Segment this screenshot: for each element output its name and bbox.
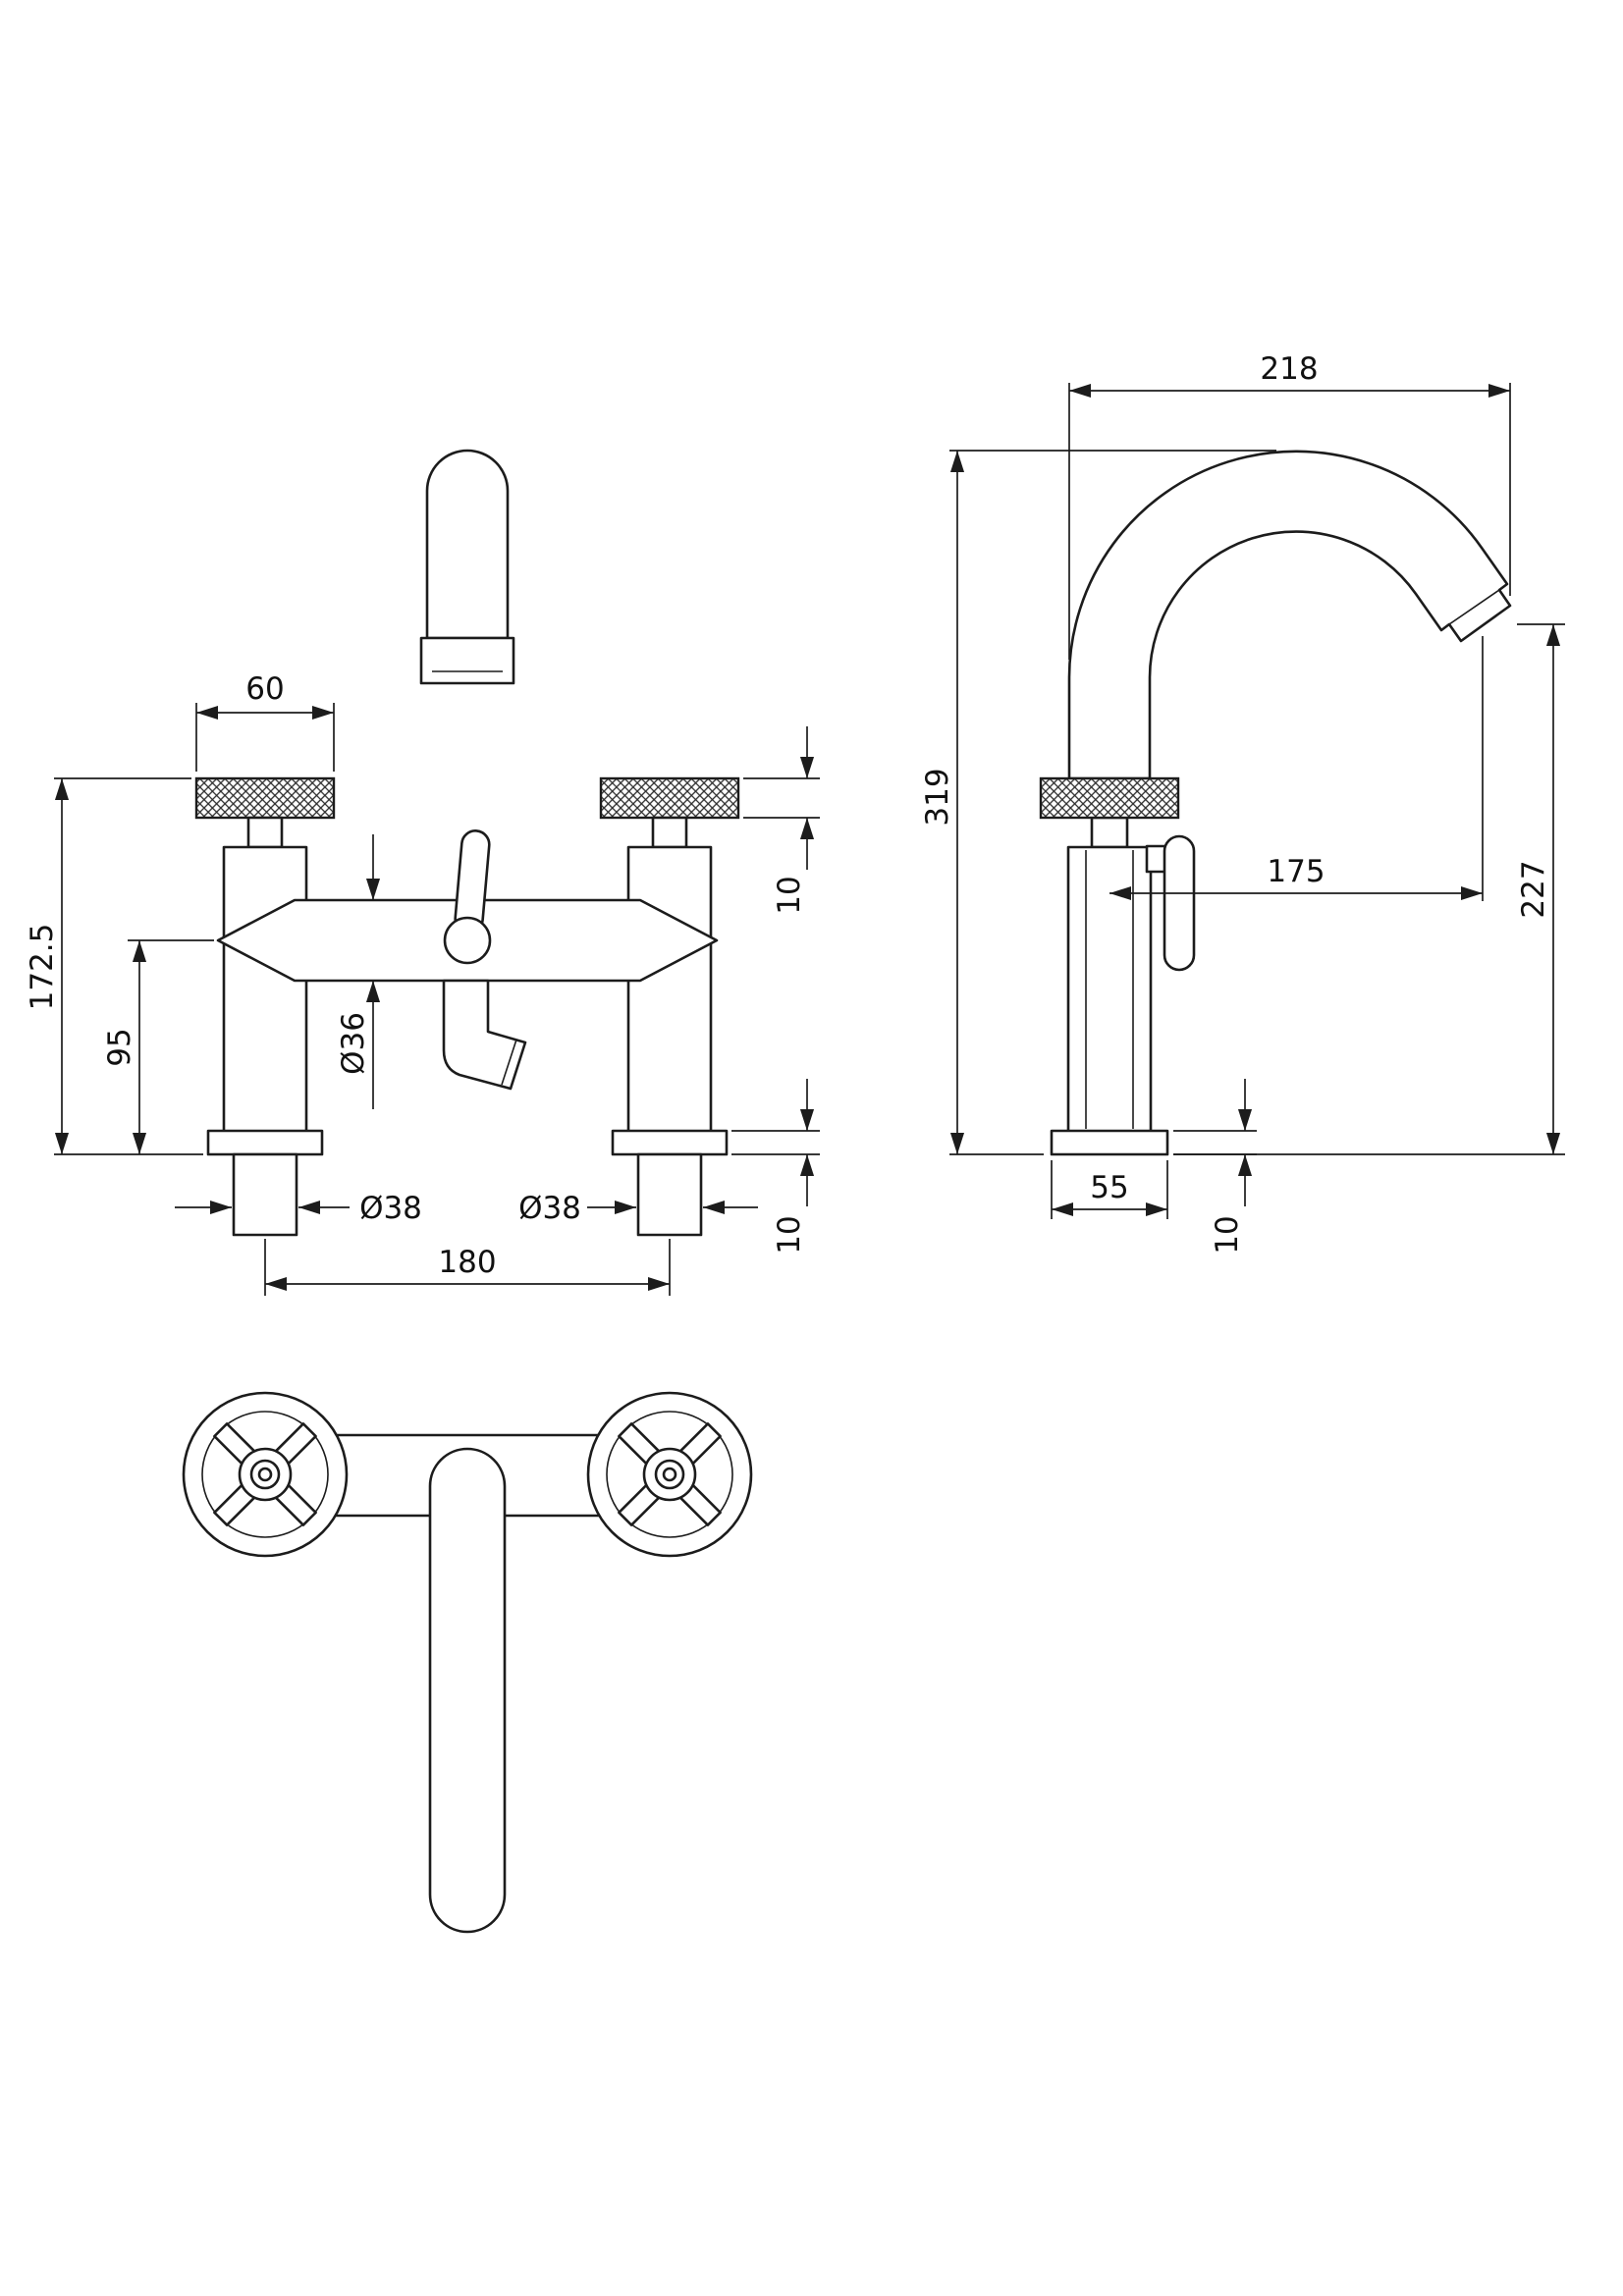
inlet-tail-left (232, 1152, 298, 1237)
handle-disc-right (599, 776, 740, 820)
spout-side (1067, 450, 1512, 780)
base-flange-right (611, 1129, 729, 1156)
dim-label-inlet-centres: 180 (438, 1245, 496, 1280)
dim-label-base-thickness: 10 (772, 1215, 807, 1254)
dim-label-handle-thickness: 10 (772, 876, 807, 914)
spout-riser-front (425, 449, 510, 640)
dim-label-side-base-thickness: 10 (1210, 1215, 1245, 1254)
spout-top (428, 1447, 507, 1934)
dim-label-inlet-left: Ø38 (359, 1191, 422, 1226)
top-view (175, 1384, 760, 1934)
inlet-tail-right (636, 1152, 703, 1237)
dim-label-base-width: 55 (1090, 1170, 1128, 1205)
handwheel-left (175, 1384, 355, 1565)
dim-label-overall-height: 172.5 (25, 924, 60, 1011)
front-view: 60 172.5 95 Ø36 10 10 (25, 449, 820, 1296)
valve-column-side (1066, 845, 1153, 1134)
dim-label-body-diameter: Ø36 (336, 1012, 371, 1075)
spout-aerator-front (419, 636, 515, 685)
dim-label-handle-width: 60 (245, 671, 284, 707)
base-flange-left (206, 1129, 324, 1156)
dim-label-spout-projection: 175 (1267, 854, 1325, 889)
dim-label-side-height: 319 (920, 768, 955, 826)
dim-label-inlet-right: Ø38 (518, 1191, 581, 1226)
side-dimensions: 218 319 175 227 55 10 (920, 351, 1565, 1255)
base-flange-side (1050, 1129, 1169, 1156)
front-dimensions: 60 172.5 95 Ø36 10 10 (25, 671, 820, 1296)
dim-label-body-centre-height: 95 (102, 1028, 137, 1066)
shower-outlet-elbow (442, 979, 527, 1091)
side-view: 218 319 175 227 55 10 (920, 351, 1565, 1255)
dim-label-spout-reach: 218 (1260, 351, 1318, 387)
diverter-lever-side (1163, 834, 1196, 972)
valve-column-left (194, 776, 336, 1237)
valve-column-right (599, 776, 740, 1237)
diverter-knob (443, 916, 492, 965)
dim-label-outlet-height: 227 (1516, 860, 1551, 918)
handle-disc-left (194, 776, 336, 820)
handle-disc-side (1039, 776, 1180, 820)
handwheel-right (579, 1384, 760, 1565)
